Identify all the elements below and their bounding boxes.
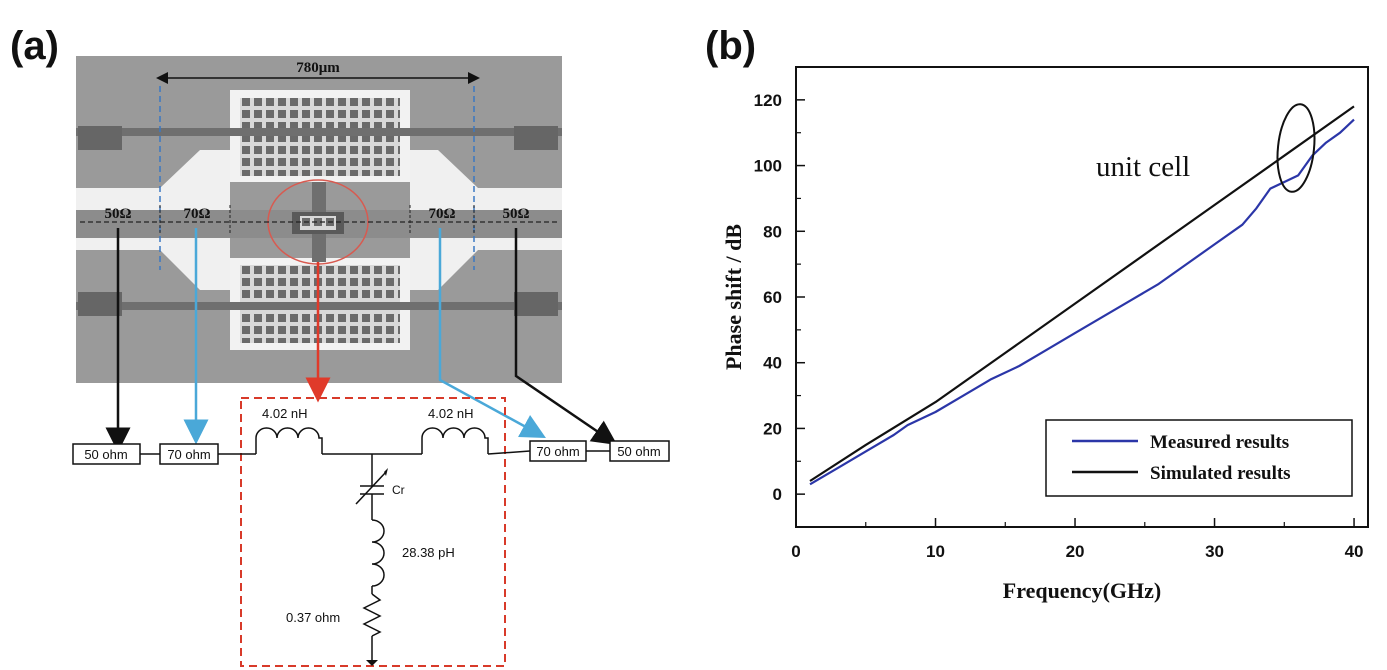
inductor-left [255, 427, 323, 454]
x-tick-label: 0 [791, 542, 800, 561]
segment-label: 70Ω [183, 206, 210, 222]
plot-frame [795, 66, 1369, 528]
inductor-left-label: 4.02 nH [262, 406, 308, 421]
box-label: 70 ohm [536, 444, 579, 459]
x-tick-label: 10 [926, 542, 945, 561]
y-tick-label: 120 [754, 91, 782, 110]
x-tick-label: 40 [1345, 542, 1364, 561]
y-tick-label: 0 [773, 485, 782, 504]
y-axis-label: Phase shift / dB [721, 224, 746, 370]
inductor-shunt-label: 28.38 pH [402, 545, 455, 560]
resistor [362, 593, 382, 637]
dimension-label: 780μm [296, 60, 340, 76]
legend: Measured results Simulated results [1045, 419, 1353, 497]
box-label: 50 ohm [617, 444, 660, 459]
inductor-right [421, 427, 489, 454]
x-tick-label: 20 [1066, 542, 1085, 561]
inductor-shunt [371, 519, 385, 587]
x-tick-label: 30 [1205, 542, 1224, 561]
impedance-boxes: 50 ohm 70 ohm 70 ohm 50 ohm [72, 440, 670, 465]
series-line-measured [809, 118, 1355, 486]
segment-label: 70Ω [428, 206, 455, 222]
equivalent-circuit [140, 397, 610, 667]
y-tick-label: 40 [763, 354, 782, 373]
unit-cell-annotation: unit cell [1096, 151, 1190, 183]
legend-label: Simulated results [1150, 463, 1291, 484]
chip-micrograph [76, 56, 562, 383]
inductor-right-label: 4.02 nH [428, 406, 474, 421]
series-line-simulated [809, 105, 1355, 482]
y-tick-label: 60 [763, 288, 782, 307]
y-tick-label: 20 [763, 419, 782, 438]
panel-b-label: (b) [705, 24, 757, 68]
arrow-70ohm-right [438, 228, 546, 439]
resistor-label: 0.37 ohm [286, 610, 340, 625]
capacitor-label: Cr [392, 483, 405, 497]
box-label: 70 ohm [167, 447, 210, 462]
unit-cell-ellipse [1276, 103, 1316, 193]
legend-label: Measured results [1150, 432, 1289, 453]
segment-label: 50Ω [502, 206, 529, 222]
y-tick-label: 100 [754, 157, 782, 176]
segment-label: 50Ω [104, 206, 131, 222]
y-tick-label: 80 [763, 222, 782, 241]
box-label: 50 ohm [84, 447, 127, 462]
x-axis-label: Frequency(GHz) [1003, 578, 1161, 603]
arrow-50ohm-right [514, 228, 618, 446]
panel-a-label: (a) [10, 24, 59, 68]
